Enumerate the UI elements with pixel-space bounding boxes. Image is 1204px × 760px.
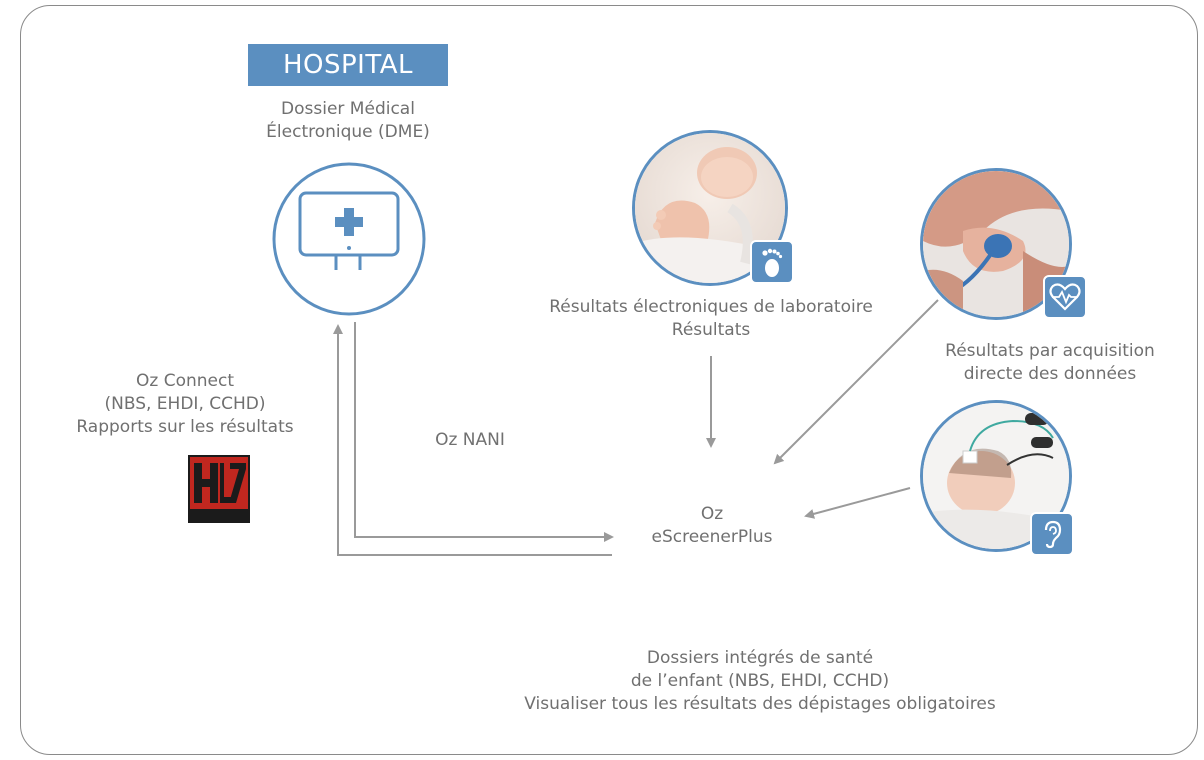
ear-icon	[1030, 512, 1074, 556]
lab-results-line2: Résultats	[671, 320, 751, 340]
arrow-direct-to-escreener	[773, 299, 939, 465]
heart-pulse-icon	[1043, 275, 1087, 319]
foot-icon	[750, 240, 794, 284]
escreener-line1: Oz	[700, 504, 724, 524]
lab-results-label: Résultats électroniques de laboratoire R…	[500, 296, 922, 342]
integrated-records-line3: Visualiser tous les résultats des dépist…	[524, 694, 996, 714]
escreener-label: Oz eScreenerPlus	[612, 503, 812, 549]
arrow-hearing-to-escreener	[804, 487, 911, 519]
baby-foot-photo	[632, 130, 788, 286]
hl7-international-logo	[188, 455, 250, 523]
integrated-records-line1: Dossiers intégrés de santé	[646, 648, 874, 668]
escreener-line2: eScreenerPlus	[651, 527, 773, 547]
dme-label: Dossier Médical Électronique (DME)	[248, 98, 448, 144]
arrow-hospital-to-escreener	[354, 322, 614, 542]
oz-connect-line3: Rapports sur les résultats	[76, 417, 294, 437]
oz-nani-label: Oz NANI	[435, 430, 505, 450]
lab-results-line1: Résultats électroniques de laboratoire	[549, 297, 873, 317]
direct-acquisition-label: Résultats par acquisition directe des do…	[905, 340, 1195, 386]
monitor-plus-icon	[272, 162, 426, 316]
dme-label-line1: Dossier Médical	[281, 99, 415, 119]
integrated-records-label: Dossiers intégrés de santé de l’enfant (…	[430, 647, 1090, 716]
oz-connect-line1: Oz Connect	[136, 371, 234, 391]
oz-connect-label: Oz Connect (NBS, EHDI, CCHD) Rapports su…	[50, 370, 320, 439]
integrated-records-line2: de l’enfant (NBS, EHDI, CCHD)	[630, 671, 890, 691]
hospital-badge: HOSPITAL	[248, 44, 448, 86]
direct-acquisition-line2: directe des données	[963, 364, 1137, 384]
diagram-frame	[20, 5, 1198, 755]
dme-label-line2: Électronique (DME)	[266, 122, 430, 142]
direct-acquisition-line1: Résultats par acquisition	[945, 341, 1155, 361]
arrow-escreener-to-hospital	[333, 324, 612, 556]
oz-connect-line2: (NBS, EHDI, CCHD)	[104, 394, 266, 414]
